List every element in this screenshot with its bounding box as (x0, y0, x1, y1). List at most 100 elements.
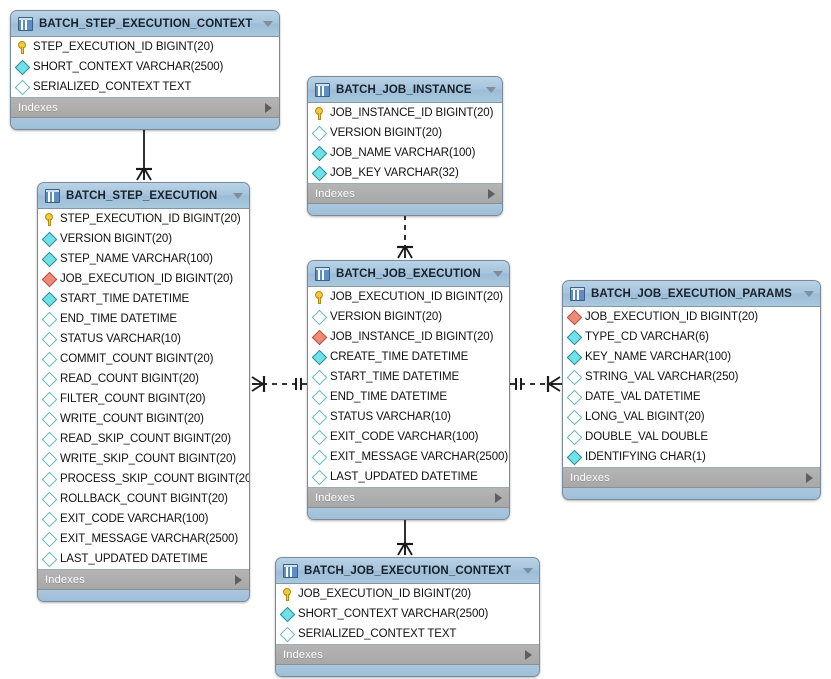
column-row[interactable]: DOUBLE_VAL DOUBLE (563, 427, 820, 447)
nullable-column-icon (311, 449, 328, 465)
table-header-batch_job_execution_params[interactable]: BATCH_JOB_EXECUTION_PARAMS (563, 281, 820, 307)
chevron-down-icon[interactable] (804, 290, 814, 297)
column-label: STRING_VAL VARCHAR(250) (585, 371, 739, 383)
column-row[interactable]: END_TIME DATETIME (308, 387, 509, 407)
column-row[interactable]: CREATE_TIME DATETIME (308, 347, 509, 367)
column-row[interactable]: SHORT_CONTEXT VARCHAR(2500) (11, 57, 279, 77)
column-row[interactable]: STATUS VARCHAR(10) (308, 407, 509, 427)
column-row[interactable]: SERIALIZED_CONTEXT TEXT (11, 77, 279, 97)
column-row[interactable]: JOB_INSTANCE_ID BIGINT(20) (308, 103, 502, 123)
column-label: JOB_EXECUTION_ID BIGINT(20) (60, 273, 234, 285)
column-row[interactable]: START_TIME DATETIME (308, 367, 509, 387)
column-row[interactable]: KEY_NAME VARCHAR(100) (563, 347, 820, 367)
table-icon (570, 286, 585, 301)
triangle-right-icon[interactable] (488, 188, 495, 199)
column-row[interactable]: EXIT_CODE VARCHAR(100) (308, 427, 509, 447)
table-header-batch_job_execution[interactable]: BATCH_JOB_EXECUTION (308, 261, 509, 287)
column-row[interactable]: JOB_EXECUTION_ID BIGINT(20) (308, 287, 509, 307)
not-null-column-icon (41, 291, 58, 307)
chevron-down-icon[interactable] (486, 86, 496, 93)
column-row[interactable]: STEP_NAME VARCHAR(100) (38, 249, 249, 269)
column-row[interactable]: STRING_VAL VARCHAR(250) (563, 367, 820, 387)
triangle-right-icon[interactable] (525, 649, 532, 660)
column-label: CREATE_TIME DATETIME (330, 351, 469, 363)
column-row[interactable]: DATE_VAL DATETIME (563, 387, 820, 407)
column-row[interactable]: EXIT_MESSAGE VARCHAR(2500) (308, 447, 509, 467)
chevron-down-icon[interactable] (523, 567, 533, 574)
column-row[interactable]: VERSION BIGINT(20) (308, 123, 502, 143)
column-row[interactable]: IDENTIFYING CHAR(1) (563, 447, 820, 467)
triangle-right-icon[interactable] (265, 102, 272, 113)
not-null-column-icon (311, 145, 328, 161)
column-row[interactable]: STEP_EXECUTION_ID BIGINT(20) (11, 37, 279, 57)
column-row[interactable]: COMMIT_COUNT BIGINT(20) (38, 349, 249, 369)
table-footer (11, 118, 279, 129)
column-row[interactable]: ROLLBACK_COUNT BIGINT(20) (38, 489, 249, 509)
table-header-batch_step_execution[interactable]: BATCH_STEP_EXECUTION (38, 183, 249, 209)
indexes-section-batch_job_execution_context[interactable]: Indexes (276, 645, 539, 665)
column-row[interactable]: SERIALIZED_CONTEXT TEXT (276, 624, 539, 644)
column-row[interactable]: JOB_NAME VARCHAR(100) (308, 143, 502, 163)
table-header-batch_job_execution_context[interactable]: BATCH_JOB_EXECUTION_CONTEXT (276, 558, 539, 584)
column-row[interactable]: LONG_VAL BIGINT(20) (563, 407, 820, 427)
column-row[interactable]: LAST_UPDATED DATETIME (308, 467, 509, 487)
column-row[interactable]: READ_SKIP_COUNT BIGINT(20) (38, 429, 249, 449)
column-row[interactable]: JOB_EXECUTION_ID BIGINT(20) (38, 269, 249, 289)
column-row[interactable]: VERSION BIGINT(20) (308, 307, 509, 327)
table-footer (308, 508, 509, 519)
indexes-section-batch_job_execution_params[interactable]: Indexes (563, 468, 820, 488)
column-row[interactable]: LAST_UPDATED DATETIME (38, 549, 249, 569)
column-row[interactable]: WRITE_COUNT BIGINT(20) (38, 409, 249, 429)
column-row[interactable]: VERSION BIGINT(20) (38, 229, 249, 249)
column-row[interactable]: EXIT_MESSAGE VARCHAR(2500) (38, 529, 249, 549)
column-row[interactable]: SHORT_CONTEXT VARCHAR(2500) (276, 604, 539, 624)
column-label: DATE_VAL DATETIME (585, 391, 701, 403)
column-row[interactable]: JOB_EXECUTION_ID BIGINT(20) (563, 307, 820, 327)
column-label: STEP_EXECUTION_ID BIGINT(20) (33, 41, 214, 53)
column-row[interactable]: EXIT_CODE VARCHAR(100) (38, 509, 249, 529)
table-batch_step_execution_context[interactable]: BATCH_STEP_EXECUTION_CONTEXT STEP_EXECUTI… (10, 10, 280, 130)
nullable-column-icon (41, 311, 58, 327)
triangle-right-icon[interactable] (235, 574, 242, 585)
column-label: STATUS VARCHAR(10) (330, 411, 451, 423)
not-null-column-icon (311, 349, 328, 365)
indexes-section-batch_step_execution[interactable]: Indexes (38, 570, 249, 590)
column-list: STEP_EXECUTION_ID BIGINT(20) SHORT_CONTEX… (11, 37, 279, 98)
indexes-section-batch_job_execution[interactable]: Indexes (308, 488, 509, 508)
column-row[interactable]: READ_COUNT BIGINT(20) (38, 369, 249, 389)
indexes-section-batch_step_execution_context[interactable]: Indexes (11, 98, 279, 118)
chevron-down-icon[interactable] (263, 20, 273, 27)
column-row[interactable]: END_TIME DATETIME (38, 309, 249, 329)
indexes-section-batch_job_instance[interactable]: Indexes (308, 184, 502, 204)
table-header-batch_step_execution_context[interactable]: BATCH_STEP_EXECUTION_CONTEXT (11, 11, 279, 37)
table-name: BATCH_STEP_EXECUTION_CONTEXT (39, 17, 253, 30)
column-label: LAST_UPDATED DATETIME (60, 553, 208, 565)
column-row[interactable]: STEP_EXECUTION_ID BIGINT(20) (38, 209, 249, 229)
column-row[interactable]: STATUS VARCHAR(10) (38, 329, 249, 349)
chevron-down-icon[interactable] (233, 192, 243, 199)
column-row[interactable]: JOB_EXECUTION_ID BIGINT(20) (276, 584, 539, 604)
column-row[interactable]: FILTER_COUNT BIGINT(20) (38, 389, 249, 409)
column-row[interactable]: WRITE_SKIP_COUNT BIGINT(20) (38, 449, 249, 469)
column-row[interactable]: PROCESS_SKIP_COUNT BIGINT(20) (38, 469, 249, 489)
table-header-batch_job_instance[interactable]: BATCH_JOB_INSTANCE (308, 77, 502, 103)
chevron-down-icon[interactable] (493, 270, 503, 277)
column-label: WRITE_SKIP_COUNT BIGINT(20) (60, 453, 237, 465)
triangle-right-icon[interactable] (495, 492, 502, 503)
column-row[interactable]: START_TIME DATETIME (38, 289, 249, 309)
nullable-column-icon (41, 351, 58, 367)
column-label: END_TIME DATETIME (330, 391, 447, 403)
column-row[interactable]: JOB_KEY VARCHAR(32) (308, 163, 502, 183)
column-row[interactable]: JOB_INSTANCE_ID BIGINT(20) (308, 327, 509, 347)
triangle-right-icon[interactable] (806, 472, 813, 483)
not-null-column-icon (14, 59, 31, 75)
column-row[interactable]: TYPE_CD VARCHAR(6) (563, 327, 820, 347)
foreign-key-icon (566, 309, 583, 325)
